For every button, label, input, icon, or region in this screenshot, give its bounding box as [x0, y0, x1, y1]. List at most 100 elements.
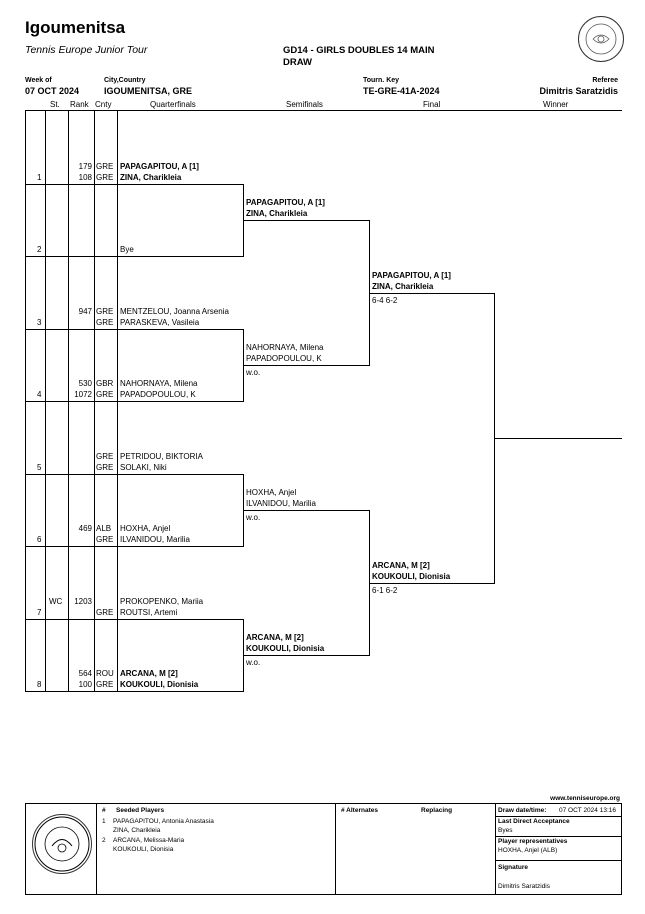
player-5-b[interactable]: SOLAKI, Niki — [120, 462, 167, 472]
final-player-2-a[interactable]: ARCANA, M [2] — [372, 561, 430, 570]
country-6-b: GRE — [96, 535, 114, 544]
country-1-a: GRE — [96, 161, 114, 171]
country-4-a: GBR — [96, 379, 114, 388]
sf-player-1-b[interactable]: ZINA, Charikleia — [246, 209, 308, 218]
event-title-line2: DRAW — [283, 57, 313, 68]
slot-line-1 — [25, 183, 244, 185]
event-title-line1: GD14 - GIRLS DOUBLES 14 MAIN — [283, 45, 435, 56]
tennis-europe-logo — [578, 16, 624, 62]
sf-player-3-b[interactable]: ILVANIDOU, Marilia — [246, 499, 316, 508]
rank-4-b: 1072 — [74, 390, 92, 399]
referee-value: Dimitris Saratzidis — [539, 86, 618, 96]
seed-2-num: 2 — [102, 837, 106, 844]
player-7-a[interactable]: PROKOPENKO, Mariia — [120, 596, 204, 606]
alternates-label: # Alternates — [341, 807, 378, 814]
tournament-city: Igoumenitsa — [25, 18, 126, 37]
junior-tour-logo — [32, 814, 92, 874]
seeds-hash: # — [102, 807, 106, 814]
draw-date-label: Draw date/time: — [498, 807, 547, 814]
sf-score-4: w.o. — [246, 658, 261, 667]
country-3-b: GRE — [96, 317, 114, 327]
player-6-a[interactable]: HOXHA, Anjel — [120, 524, 171, 533]
player-6-b[interactable]: ILVANIDOU, Marilia — [120, 535, 190, 544]
country-4-b: GRE — [96, 390, 114, 399]
col-st: St. — [50, 100, 60, 109]
final-line-1 — [370, 293, 495, 294]
draw-position-1: 1 — [37, 172, 42, 182]
sf-line-1 — [244, 220, 370, 221]
sf-player-4-b[interactable]: KOUKOULI, Dionisia — [246, 644, 325, 653]
sf-player-2-b[interactable]: PAPADOPOULOU, K — [246, 354, 322, 363]
player-1-b[interactable]: ZINA, Charikleia — [120, 172, 182, 182]
player-2-b[interactable]: Bye — [120, 245, 134, 254]
country-7-b: GRE — [96, 607, 114, 617]
website-url[interactable]: www.tenniseurope.org — [550, 795, 620, 802]
player-8-b[interactable]: KOUKOULI, Dionisia — [120, 680, 199, 689]
sf-connector-2 — [369, 510, 370, 656]
rank-4-a: 530 — [78, 379, 92, 388]
draw-date-value: 07 OCT 2024 13:16 — [559, 807, 616, 814]
col-winner: Winner — [543, 100, 569, 109]
tourn-key-label: Tourn. Key — [363, 77, 400, 84]
referee-label: Referee — [592, 77, 618, 84]
final-player-1-b[interactable]: ZINA, Charikleia — [372, 282, 434, 291]
signature-value: Dimitris Saratzidis — [498, 883, 551, 890]
player-1-a[interactable]: PAPAGAPITOU, A [1] — [120, 161, 199, 171]
country-6-a: ALB — [96, 524, 112, 533]
player-7-b[interactable]: ROUTSI, Artemi — [120, 607, 178, 617]
col-cnty: Cnty — [95, 100, 112, 109]
player-3-b[interactable]: PARASKEVA, Vasileia — [120, 317, 200, 327]
slot-line-6 — [25, 546, 244, 547]
status-7: WC — [49, 596, 63, 606]
rank-3-a: 947 — [78, 306, 92, 316]
player-8-a[interactable]: ARCANA, M [2] — [120, 669, 178, 678]
draw-position-8: 8 — [37, 680, 42, 689]
country-5-a: GRE — [96, 451, 114, 461]
winner-line — [495, 438, 622, 439]
slot-line-4 — [25, 401, 244, 402]
seed-2-line1: ARCANA, Melissa-Maria — [113, 837, 185, 844]
col-semifinals: Semifinals — [286, 100, 323, 109]
rank-8-a: 564 — [78, 669, 92, 678]
qf-connector-1 — [243, 183, 244, 257]
sf-score-3: w.o. — [246, 513, 261, 522]
final-player-2-b[interactable]: KOUKOULI, Dionisia — [372, 572, 451, 581]
final-score-2: 6-1 6-2 — [372, 586, 398, 595]
seeded-players-label: Seeded Players — [116, 807, 165, 814]
country-1-b: GRE — [96, 172, 114, 182]
lda-value: Byes — [498, 827, 513, 834]
qf-connector-4 — [243, 618, 244, 692]
city-country-value: IGOUMENITSA, GRE — [104, 86, 193, 96]
player-3-a[interactable]: MENTZELOU, Joanna Arsenia — [120, 306, 229, 316]
draw-position-5: 5 — [37, 462, 42, 472]
final-line-2 — [370, 583, 495, 584]
slot-line-2 — [25, 256, 244, 257]
player-rep-label: Player representatives — [498, 838, 568, 845]
player-4-a[interactable]: NAHORNAYA, Milena — [120, 379, 198, 388]
sf-player-1-a[interactable]: PAPAGAPITOU, A [1] — [246, 198, 325, 207]
final-score-1: 6-4 6-2 — [372, 296, 398, 305]
col-quarterfinals: Quarterfinals — [150, 100, 196, 109]
sf-player-3-a[interactable]: HOXHA, Anjel — [246, 488, 297, 497]
col-rank: Rank — [70, 100, 89, 109]
sf-line-2 — [244, 365, 370, 366]
player-4-b[interactable]: PAPADOPOULOU, K — [120, 390, 196, 399]
tour-name: Tennis Europe Junior Tour — [25, 44, 148, 56]
sf-score-2: w.o. — [246, 368, 261, 377]
rank-6-a: 469 — [78, 524, 92, 533]
slot-line-3 — [25, 328, 244, 330]
week-label: Week of — [25, 77, 52, 84]
player-5-a[interactable]: PETRIDOU, BIKTORIA — [120, 451, 203, 461]
final-player-1-a[interactable]: PAPAGAPITOU, A [1] — [372, 271, 451, 280]
slot-line-7 — [25, 618, 244, 620]
seed-1-line2: ZINA, Charikleia — [113, 827, 161, 834]
draw-position-7: 7 — [37, 607, 42, 617]
seed-1-num: 1 — [102, 818, 106, 825]
country-3-a: GRE — [96, 306, 114, 316]
sf-player-4-a[interactable]: ARCANA, M [2] — [246, 633, 304, 642]
seed-1-line1: PAPAGAPITOU, Antonia Anastasia — [113, 818, 214, 825]
sf-player-2-a[interactable]: NAHORNAYA, Milena — [246, 343, 324, 352]
seed-2-line2: KOUKOULI, Dionisia — [113, 846, 174, 853]
signature-label: Signature — [498, 864, 528, 871]
draw-position-6: 6 — [37, 535, 42, 544]
